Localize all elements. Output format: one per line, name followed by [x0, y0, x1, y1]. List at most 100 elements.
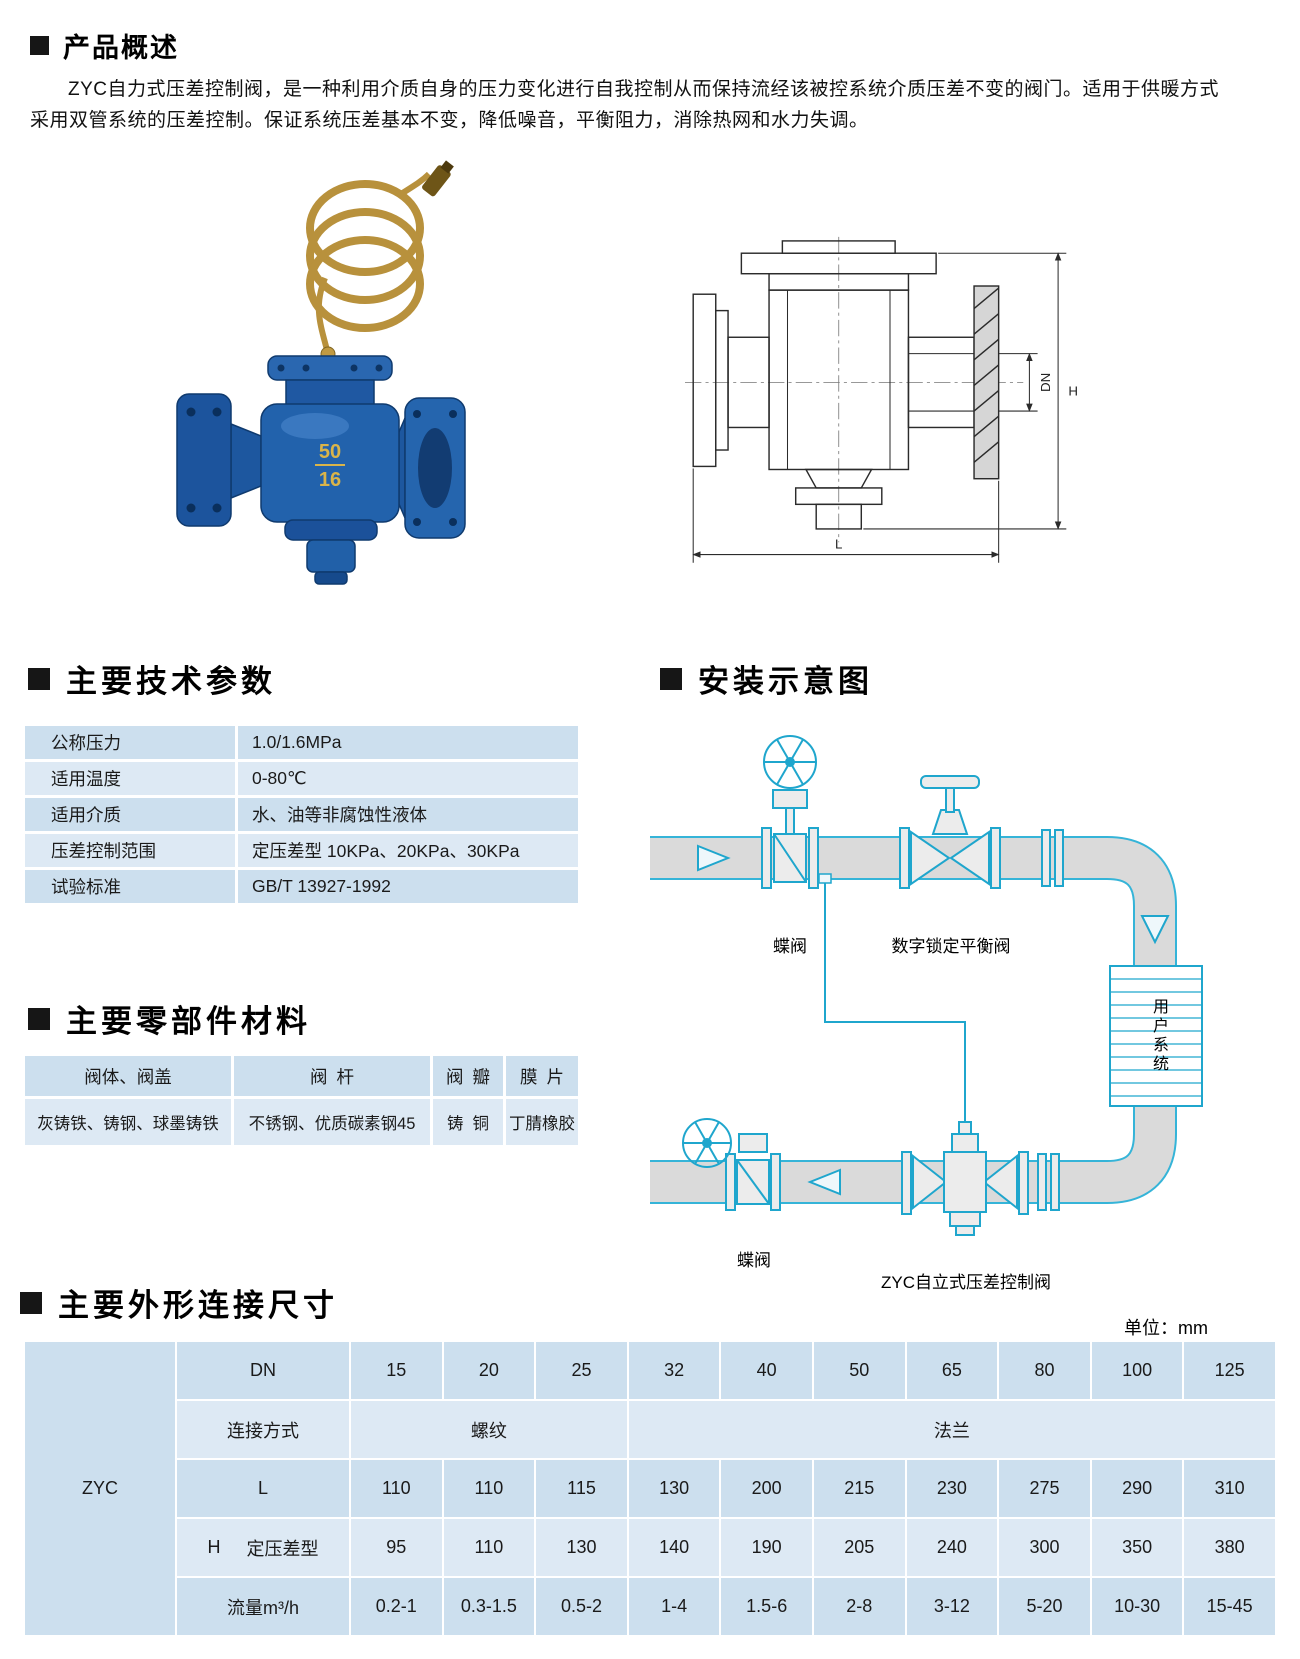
- connection-flange-cell: 法兰: [628, 1401, 1275, 1458]
- section-bullet-icon: [20, 1291, 42, 1314]
- valve-technical-drawing: H DN L: [685, 236, 1095, 581]
- dn-cell: 20: [443, 1342, 535, 1399]
- row-label-h: H 定压差型: [177, 1519, 349, 1576]
- h-label: H: [207, 1537, 221, 1557]
- dimension-lines: [692, 252, 1067, 563]
- pipe-flange-icons: [1037, 829, 1064, 1211]
- tech-param-label: 公称压力: [25, 726, 235, 759]
- dn-cell: 65: [906, 1342, 998, 1399]
- dim-label-l: L: [835, 536, 842, 551]
- flow-arrow-left-icon: [807, 1168, 841, 1196]
- h-cell: 130: [536, 1519, 627, 1576]
- l-cell: 310: [1184, 1460, 1275, 1517]
- tech-param-label: 适用介质: [25, 798, 235, 831]
- h-type-label: 定压差型: [246, 1538, 319, 1559]
- l-cell: 200: [721, 1460, 812, 1517]
- label-balance-valve: 数字锁定平衡阀: [891, 937, 1011, 956]
- h-cell: 350: [1091, 1519, 1183, 1576]
- l-cell: 290: [1091, 1460, 1183, 1517]
- balance-valve-symbol: [899, 775, 1001, 889]
- flow-arrow-icons: [697, 844, 1170, 1196]
- tech-param-value: 0-80℃: [238, 762, 578, 795]
- flow-cell: 0.2-1: [351, 1578, 442, 1635]
- butterfly-valve-top-symbol: [761, 735, 819, 889]
- flow-cell: 5-20: [999, 1578, 1090, 1635]
- dn-cell: 80: [999, 1342, 1090, 1399]
- valve-body-shape: [176, 355, 466, 585]
- section-title-materials: 主要零部件材料: [28, 996, 311, 1041]
- tech-param-label: 适用温度: [25, 762, 235, 795]
- h-cell: 190: [721, 1519, 812, 1576]
- connection-thread-cell: 螺纹: [351, 1401, 627, 1458]
- dim-label-h: H: [1068, 384, 1078, 399]
- l-cell: 230: [906, 1460, 998, 1517]
- section-title-overview: 产品概述: [30, 26, 179, 65]
- materials-header: 阀杆: [234, 1056, 430, 1096]
- overview-paragraph: ZYC自力式压差控制阀，是一种利用介质自身的压力变化进行自我控制从而保持流经该被…: [30, 79, 1220, 132]
- tech-param-value: GB/T 13927-1992: [238, 870, 578, 903]
- installation-title: 安装示意图: [698, 664, 873, 699]
- installation-diagram: 蝶阀 数字锁定平衡阀 用户系统 蝶阀 ZYC自立式压差控制阀: [650, 710, 1240, 1295]
- valve-drawing-svg: H DN L: [685, 236, 1078, 563]
- tech-param-label: 压差控制范围: [25, 834, 235, 867]
- h-cell: 110: [443, 1519, 535, 1576]
- installation-diagram-svg: [650, 735, 1203, 1236]
- h-cell: 240: [906, 1519, 998, 1576]
- h-cell: 300: [999, 1519, 1090, 1576]
- user-system-box: [1109, 965, 1203, 1107]
- materials-table: 阀体、阀盖 阀杆 阀瓣 膜片 灰铸铁、铸钢、球墨铸铁 不锈钢、优质碳素钢45 铸…: [25, 1056, 578, 1145]
- dn-cell: 50: [813, 1342, 905, 1399]
- handwheel-icon: [682, 1118, 732, 1168]
- l-cell: 130: [628, 1460, 720, 1517]
- row-label-dn: DN: [177, 1342, 349, 1399]
- pressure-tap-icon: [818, 873, 832, 884]
- unit-label: 单位：mm: [1124, 1318, 1208, 1338]
- flow-arrow-right-icon: [697, 844, 731, 872]
- row-label-flow: 流量m³/h: [177, 1578, 349, 1635]
- flow-cell: 15-45: [1184, 1578, 1275, 1635]
- butterfly-valve-bottom-symbol: [682, 1118, 781, 1211]
- dn-cell: 25: [536, 1342, 627, 1399]
- section-title-tech-params: 主要技术参数: [28, 656, 276, 701]
- section-title-installation: 安装示意图: [660, 656, 873, 701]
- l-cell: 275: [999, 1460, 1090, 1517]
- capillary-plug-icon: [422, 160, 454, 197]
- valve-section-outline: [685, 236, 1024, 543]
- l-cell: 110: [443, 1460, 535, 1517]
- flow-cell: 0.3-1.5: [443, 1578, 535, 1635]
- flow-cell: 2-8: [813, 1578, 905, 1635]
- section-bullet-icon: [28, 667, 50, 690]
- dn-cell: 100: [1091, 1342, 1183, 1399]
- dim-label-dn: DN: [1038, 373, 1053, 392]
- tech-params-table: 公称压力 1.0/1.6MPa 适用温度 0-80℃ 适用介质 水、油等非腐蚀性…: [25, 726, 578, 903]
- l-cell: 110: [351, 1460, 442, 1517]
- materials-value: 不锈钢、优质碳素钢45: [234, 1099, 430, 1145]
- materials-header: 阀瓣: [433, 1056, 503, 1096]
- flow-cell: 0.5-2: [536, 1578, 627, 1635]
- section-bullet-icon: [28, 1007, 50, 1030]
- overview-title: 产品概述: [63, 33, 179, 63]
- capillary-coil-icon: [306, 171, 432, 355]
- flow-arrow-down-icon: [1140, 915, 1170, 945]
- l-cell: 215: [813, 1460, 905, 1517]
- row-label-connection: 连接方式: [177, 1401, 349, 1458]
- valve-rating-plate: 50 16: [315, 441, 345, 491]
- materials-title: 主要零部件材料: [66, 1004, 311, 1039]
- materials-header: 膜片: [506, 1056, 578, 1096]
- valve-photo-svg: 50 16: [176, 160, 466, 585]
- pipe-run: [650, 836, 1177, 1204]
- label-zyc-valve: ZYC自立式压差控制阀: [881, 1273, 1051, 1292]
- section-bullet-icon: [30, 36, 49, 55]
- h-cell: 95: [351, 1519, 442, 1576]
- flow-cell: 3-12: [906, 1578, 998, 1635]
- flow-cell: 1.5-6: [721, 1578, 812, 1635]
- valve-size-label: 50: [319, 441, 341, 463]
- materials-header: 阀体、阀盖: [25, 1056, 231, 1096]
- label-butterfly-valve-bottom: 蝶阀: [737, 1251, 771, 1270]
- model-cell: ZYC: [25, 1342, 175, 1635]
- valve-product-photo: 50 16: [165, 156, 495, 596]
- materials-value: 丁腈橡胶: [506, 1099, 578, 1145]
- label-user-system: 用户系统: [1150, 998, 1167, 1074]
- section-bullet-icon: [660, 667, 682, 690]
